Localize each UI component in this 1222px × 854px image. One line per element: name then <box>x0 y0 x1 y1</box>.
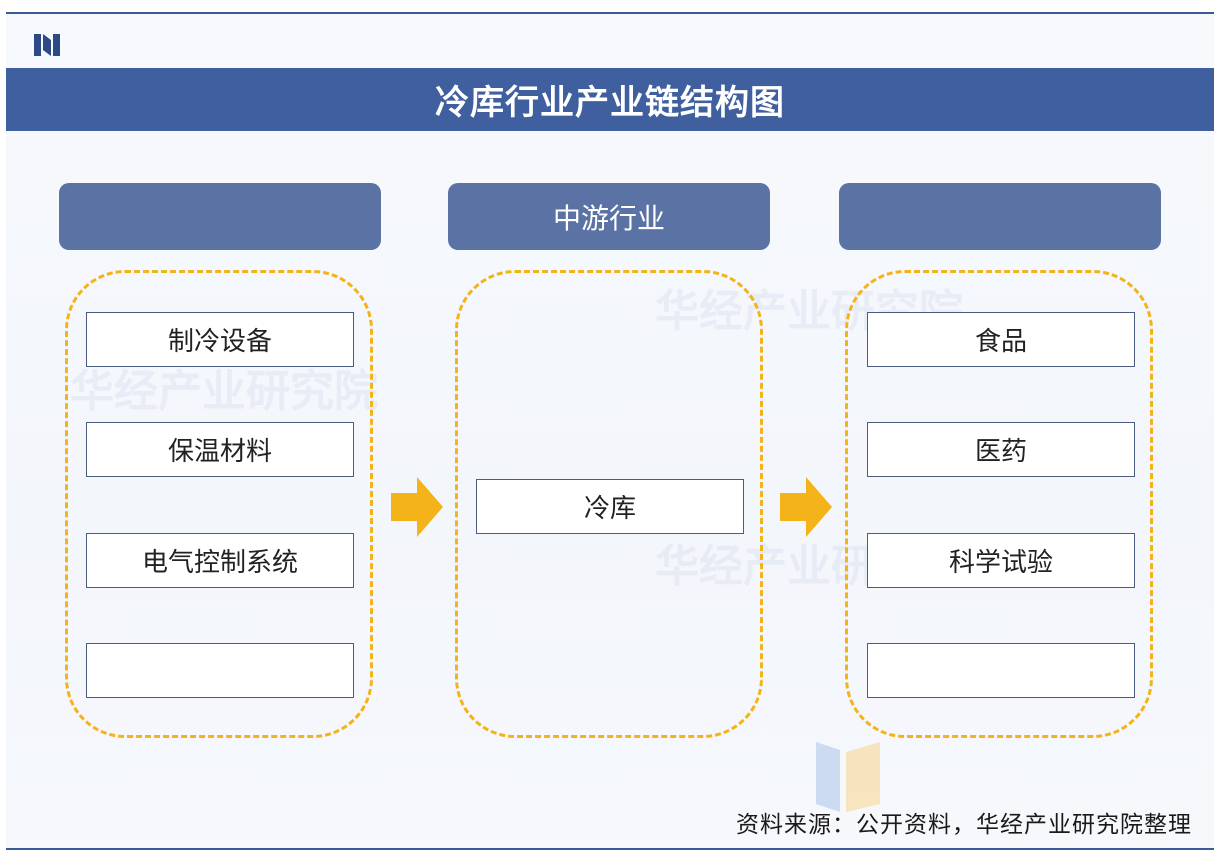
source-note: 资料来源：公开资料，华经产业研究院整理 <box>736 812 1192 838</box>
item-label: 电气控制系统 <box>141 548 298 578</box>
diagram-title: 冷库行业产业链结构图 <box>435 83 785 123</box>
brand-logo-icon <box>34 34 60 56</box>
midstream-item-cold-storage: 冷库 <box>476 479 744 534</box>
downstream-item-blank <box>867 643 1135 698</box>
item-label: 食品 <box>974 327 1027 357</box>
upstream-item-refrigeration: 制冷设备 <box>86 312 354 367</box>
midstream-header: 中游行业 <box>448 183 770 250</box>
upstream-item-electrical-control: 电气控制系统 <box>86 533 354 588</box>
arrow-right-icon <box>780 477 832 537</box>
upstream-item-blank <box>86 643 354 698</box>
downstream-item-food: 食品 <box>867 312 1135 367</box>
item-label: 保温材料 <box>167 437 272 467</box>
midstream-group <box>455 270 763 738</box>
item-label: 冷库 <box>583 494 636 524</box>
downstream-item-scientific-experiment: 科学试验 <box>867 533 1135 588</box>
title-bar: 冷库行业产业链结构图 <box>6 68 1214 131</box>
arrow-right-icon <box>391 477 443 537</box>
downstream-group <box>845 270 1153 738</box>
upstream-header <box>59 183 381 250</box>
item-label: 制冷设备 <box>167 327 272 357</box>
midstream-header-label: 中游行业 <box>552 201 665 235</box>
item-label: 科学试验 <box>948 548 1053 578</box>
downstream-item-medicine: 医药 <box>867 422 1135 477</box>
upstream-item-insulation: 保温材料 <box>86 422 354 477</box>
watermark-logo-icon <box>816 742 880 812</box>
item-label: 医药 <box>974 437 1027 467</box>
downstream-header <box>839 183 1161 250</box>
upstream-group <box>65 270 373 738</box>
